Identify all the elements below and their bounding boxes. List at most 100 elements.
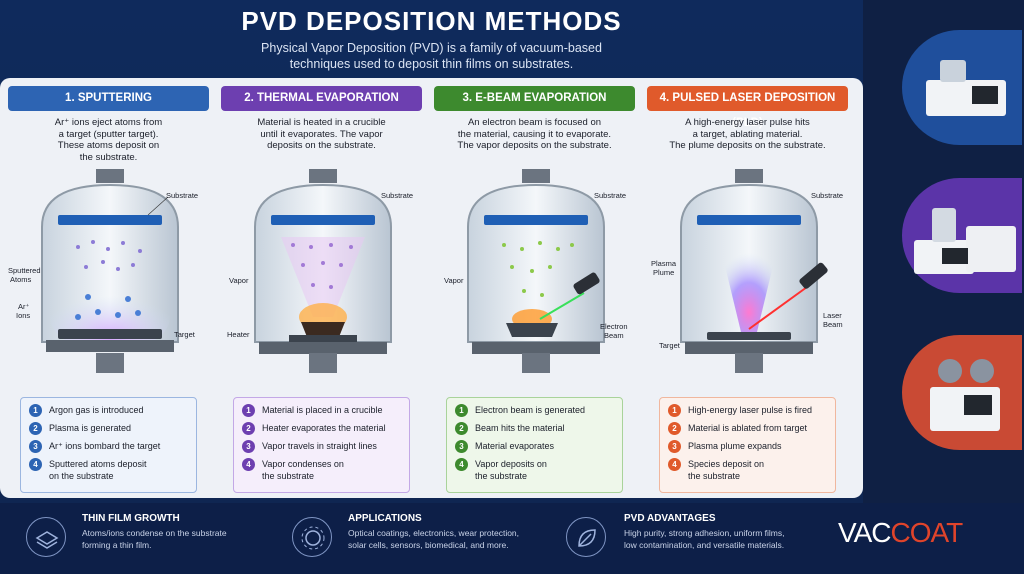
page-title: PVD DEPOSITION METHODS [241, 6, 622, 36]
coating-machine-icon [926, 60, 1006, 116]
step-text: Argon gas is introduced [49, 405, 144, 415]
leaf-icon [566, 517, 606, 557]
step-item: 3 Ar⁺ ions bombard the target [29, 440, 188, 453]
footer-bar: THIN FILM GROWTH Atoms/ions condense on … [0, 503, 1024, 574]
card-description: A high-energy laser pulse hits a target,… [647, 117, 848, 167]
ebeam-chamber-icon [467, 169, 605, 373]
step-item: 1 Argon gas is introduced [29, 404, 188, 417]
card-title: 1. SPUTTERING [8, 86, 209, 111]
thermal-chamber-icon [254, 169, 392, 373]
layers-icon [26, 517, 66, 557]
label-beam: Beam [823, 320, 843, 329]
step-number: 2 [668, 422, 681, 435]
card-sputtering: 1. SPUTTERING Ar⁺ ions eject atoms from … [8, 86, 209, 496]
step-number: 4 [29, 458, 42, 471]
card-description: Material is heated in a crucible until i… [221, 117, 422, 167]
step-number: 3 [29, 440, 42, 453]
product-image-3 [902, 335, 1022, 450]
step-text: High-energy laser pulse is fired [688, 405, 813, 415]
label-vapor: Vapor [229, 276, 249, 285]
desc-line: a target (sputter target). [58, 128, 159, 140]
label-sputtered: Sputtered [8, 266, 41, 275]
coating-machine-icon [930, 359, 1000, 431]
footer-text-line: Atoms/ions condense on the substrate [82, 528, 227, 538]
chamber-illustration: Substrate Plasma Plume Laser Beam Target [647, 167, 848, 397]
step-text: Ar⁺ ions bombard the target [49, 441, 161, 451]
step-text-line: Vapor deposits on [475, 459, 547, 469]
step-number: 1 [29, 404, 42, 417]
label-heater: Heater [227, 330, 250, 339]
label-plasma: Plasma [651, 259, 677, 268]
footer-title: THIN FILM GROWTH [82, 513, 180, 524]
footer-text: Optical coatings, electronics, wear prot… [348, 527, 519, 551]
chamber-illustration: Substrate Sputtered Atoms Ar⁺ Ions Targe… [8, 167, 209, 397]
pld-chamber-icon [680, 169, 828, 373]
step-item: 1 Electron beam is generated [455, 404, 614, 417]
footer-thin-film-growth: THIN FILM GROWTH Atoms/ions condense on … [82, 513, 227, 551]
footer-text-line: forming a thin film. [82, 540, 152, 550]
step-text-line: Sputtered atoms deposit [49, 459, 147, 469]
card-title: 3. E-BEAM EVAPORATION [434, 86, 635, 111]
label-substrate: Substrate [594, 191, 627, 200]
step-text-line: the substrate [475, 471, 528, 481]
desc-line: a target, ablating material. [692, 128, 803, 140]
card-thermal-evaporation: 2. THERMAL EVAPORATION Material is heate… [221, 86, 422, 496]
step-text: Plasma plume expands [688, 441, 782, 451]
step-text: Material evaporates [475, 441, 555, 451]
footer-title: APPLICATIONS [348, 513, 422, 524]
step-text: Electron beam is generated [475, 405, 586, 415]
card-pulsed-laser-deposition: 4. PULSED LASER DEPOSITION (PLD) A high-… [647, 86, 848, 496]
label-ar: Ar⁺ [18, 302, 30, 311]
footer-text-line: High purity, strong adhesion, uniform fi… [624, 528, 785, 538]
label-target: Target [659, 341, 680, 350]
product-image-1 [902, 30, 1022, 145]
gear-icon [292, 517, 332, 557]
desc-line: Ar⁺ ions eject atoms from [54, 117, 163, 128]
step-item: 3 Material evaporates [455, 440, 614, 453]
step-text: Material is placed in a crucible [262, 405, 383, 415]
card-title: 4. PULSED LASER DEPOSITION (PLD) [647, 86, 848, 129]
step-text-line: Vapor condenses on [262, 459, 344, 469]
step-number: 4 [455, 458, 468, 471]
logo-part: COAT [890, 517, 964, 548]
footer-title: PVD ADVANTAGES [624, 513, 716, 524]
step-text: Vapor travels in straight lines [262, 441, 377, 451]
label-plume: Plume [653, 268, 675, 277]
step-text-line: on the substrate [49, 471, 114, 481]
step-text: Beam hits the material [475, 423, 565, 433]
footer-text-line: low contamination, and versatile materia… [624, 540, 785, 550]
label-substrate: Substrate [166, 191, 199, 200]
label-target: Target [174, 330, 195, 339]
logo-part: VAC [838, 517, 891, 548]
step-text: Sputtered atoms deposit on the substrate [49, 458, 147, 482]
card-description: Ar⁺ ions eject atoms from a target (sput… [8, 117, 209, 167]
footer-text-line: solar cells, sensors, biomedical, and mo… [348, 540, 509, 550]
footer-text: High purity, strong adhesion, uniform fi… [624, 527, 784, 551]
subtitle-line-1: Physical Vapor Deposition (PVD) is a fam… [261, 41, 602, 55]
step-number: 1 [455, 404, 468, 417]
step-number: 3 [455, 440, 468, 453]
label-atoms: Atoms [10, 275, 32, 284]
label-electron: Electron [600, 322, 628, 331]
vaccoat-logo: VACCOAT [838, 517, 964, 549]
label-vapor: Vapor [444, 276, 464, 285]
desc-line: The vapor deposits on the substrate. [457, 140, 612, 151]
label-laser: Laser [823, 311, 842, 320]
desc-line: An electron beam is focused on [467, 117, 602, 128]
desc-line: until it evaporates. The vapor [260, 128, 383, 140]
step-text: Vapor deposits on the substrate [475, 458, 547, 482]
desc-line: deposits on the substrate. [267, 140, 376, 151]
step-text: Heater evaporates the material [262, 423, 386, 433]
page-subtitle: Physical Vapor Deposition (PVD) is a fam… [0, 40, 863, 72]
coating-machine-icon [914, 208, 1016, 274]
